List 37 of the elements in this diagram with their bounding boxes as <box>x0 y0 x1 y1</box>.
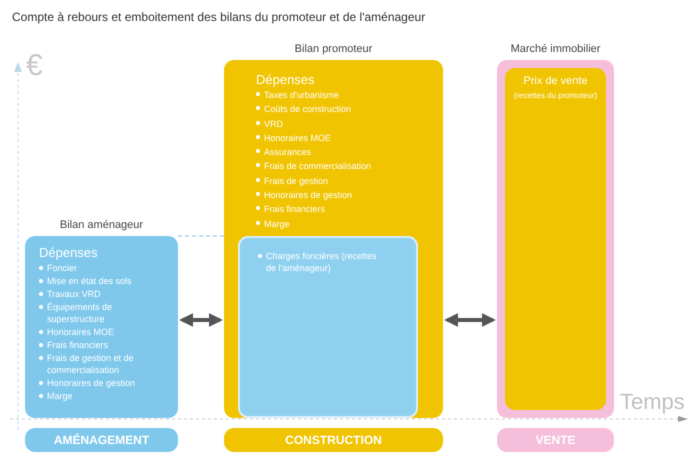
section-heading: Dépenses <box>39 245 99 260</box>
axis-label: Temps <box>620 390 685 414</box>
box-heading: Marché immobilier <box>510 42 602 57</box>
list-item: Coûts de construction <box>264 103 352 116</box>
list-item: Taxes d'urbanisme <box>264 89 339 102</box>
list-item: Honoraires MOE <box>264 132 332 145</box>
section-heading: Dépenses <box>256 72 316 87</box>
list-item: Charges foncières (recettes de l'aménageur) <box>266 250 378 274</box>
section-heading: Prix de vente <box>522 74 589 89</box>
list-item: VRD <box>264 118 284 131</box>
revenue-card <box>238 236 418 418</box>
list-item: Marge <box>47 390 73 402</box>
list-item: Assurances <box>264 146 312 160</box>
list-item: Frais de commercialisation <box>264 160 372 174</box>
diagram-title: Compte à rebours et emboitement des bilans du promoteur et de l'aménageur <box>12 9 426 26</box>
list-item: Foncier <box>47 262 78 274</box>
list-item: Marge <box>264 218 290 231</box>
phase-band: VENTE <box>497 428 614 452</box>
box-heading: Bilan promoteur <box>294 42 374 57</box>
list-item: Frais financiers <box>47 339 108 351</box>
list-item: Travaux VRD <box>47 288 101 300</box>
list-item: Honoraires de gestion <box>47 377 136 389</box>
list-item: Frais de gestion et de commercialisation <box>47 352 135 376</box>
list-item: Équipements de superstructure <box>47 301 114 325</box>
list-item: Frais de gestion <box>264 174 328 188</box>
phase-band: CONSTRUCTION <box>224 428 443 452</box>
list-item: Mise en état des sols <box>47 275 132 287</box>
price-card <box>505 68 606 410</box>
double-arrow <box>444 313 496 327</box>
double-arrow <box>179 313 223 327</box>
axis-label: € <box>26 50 43 82</box>
list-item: Frais financiers <box>264 203 326 216</box>
list-item: Honoraires MOE <box>47 326 114 338</box>
box-heading: Bilan aménageur <box>58 218 144 233</box>
note-text: (recettes du promoteur) <box>512 90 598 102</box>
phase-band: AMÉNAGEMENT <box>25 428 178 452</box>
list-item: Honoraires de gestion <box>264 189 352 202</box>
